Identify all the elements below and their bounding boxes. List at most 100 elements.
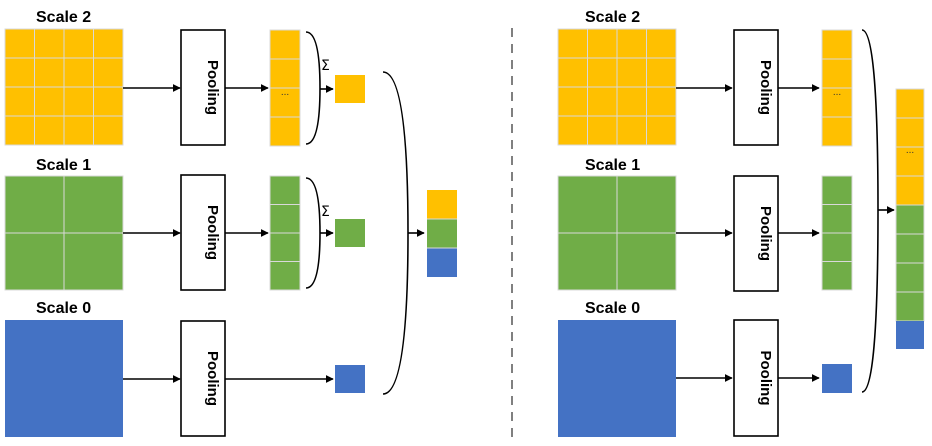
feature-cell: [34, 86, 65, 117]
vector-cell: [821, 58, 853, 89]
pooling-box-scale-1: Pooling: [180, 174, 226, 291]
pooling-box-scale-0: Pooling: [733, 319, 779, 437]
feature-cell: [646, 115, 677, 146]
ellipsis: ...: [833, 87, 841, 98]
feature-cell: [616, 28, 647, 59]
feature-cell: [557, 232, 618, 291]
scale-1-label: Scale 1: [585, 157, 640, 174]
feature-cell: [63, 86, 94, 117]
scale-2-summed-cell: [335, 75, 365, 103]
vector-cell: [269, 87, 301, 118]
feature-cell: [646, 28, 677, 59]
feature-cell: [557, 175, 618, 234]
vector-cell: [269, 204, 301, 234]
vector-cell: [821, 232, 853, 262]
scale-1-summed-cell: [335, 219, 365, 247]
scale-1-feature-map: [4, 175, 124, 291]
scale-2-feature-map: [4, 28, 124, 146]
feature-cell: [557, 57, 588, 88]
concat-cell-scale-0: [427, 248, 457, 277]
left-panel: Scale 2 Pooling Σ Scale 1 Pooling Σ Scal…: [4, 9, 457, 437]
scale-0-label: Scale 0: [36, 300, 91, 317]
feature-cell: [63, 57, 94, 88]
vector-cell: [269, 116, 301, 147]
vector-cell: [821, 204, 853, 234]
pooling-label: Pooling: [204, 60, 221, 115]
scale-0-feature-map: [5, 320, 123, 437]
scale-0-label: Scale 0: [585, 300, 640, 317]
feature-cell: [34, 115, 65, 146]
sum-symbol: Σ: [321, 204, 330, 220]
feature-cell: [557, 115, 588, 146]
vector-cell: [895, 88, 925, 119]
sum-bracket-scale-2: [305, 31, 321, 145]
vector-cell: [269, 58, 301, 89]
feature-cell: [4, 86, 35, 117]
feature-cell: [616, 175, 677, 234]
scale-0-pooled-cell: [335, 365, 365, 393]
scale-2-feature-map: [557, 28, 677, 146]
scale-0-feature-map: [558, 320, 676, 437]
vector-cell: [269, 261, 301, 291]
pooling-label: Pooling: [757, 206, 774, 261]
vector-cell: [821, 175, 853, 205]
concat-segment-scale-1: [895, 204, 925, 322]
pooling-box-scale-1: Pooling: [733, 175, 779, 292]
vector-cell: [895, 262, 925, 293]
concat-bracket-left: [382, 71, 409, 395]
pooling-label: Pooling: [757, 60, 774, 115]
feature-cell: [616, 115, 647, 146]
feature-cell: [616, 232, 677, 291]
vector-cell: [269, 29, 301, 60]
pooling-label: Pooling: [204, 351, 221, 406]
feature-cell: [587, 86, 618, 117]
vector-cell: [269, 175, 301, 205]
feature-cell: [93, 28, 124, 59]
feature-cell: [63, 115, 94, 146]
feature-cell: [616, 86, 647, 117]
pooling-label: Pooling: [757, 351, 774, 406]
concat-segment-scale-0: [896, 321, 924, 349]
vector-cell: [895, 204, 925, 235]
scale-2-pooled-vector: [821, 29, 853, 147]
pooling-label: Pooling: [204, 205, 221, 260]
pooling-box-scale-2: Pooling: [733, 29, 779, 146]
feature-cell: [587, 28, 618, 59]
vector-cell: [895, 233, 925, 264]
feature-cell: [63, 175, 124, 234]
feature-cell: [93, 57, 124, 88]
vector-cell: [821, 116, 853, 147]
scale-2-pooled-vector: [269, 29, 301, 147]
pooling-box-scale-0: Pooling: [180, 320, 226, 437]
scale-1-feature-map: [557, 175, 677, 291]
sum-symbol: Σ: [321, 58, 330, 74]
ellipsis: ...: [281, 87, 289, 98]
feature-cell: [4, 175, 65, 234]
feature-cell: [93, 86, 124, 117]
vector-cell: [821, 29, 853, 60]
concat-segment-scale-2: [895, 88, 925, 206]
feature-cell: [34, 28, 65, 59]
feature-cell: [557, 86, 588, 117]
concatenated-vector-left: [427, 190, 457, 277]
concat-bracket-right: [861, 29, 879, 393]
pooling-box-scale-2: Pooling: [180, 29, 226, 146]
vector-cell: [269, 232, 301, 262]
vector-cell: [895, 117, 925, 148]
feature-cell: [557, 28, 588, 59]
feature-cell: [4, 232, 65, 291]
feature-cell: [587, 57, 618, 88]
feature-cell: [4, 28, 35, 59]
feature-cell: [4, 57, 35, 88]
feature-cell: [616, 57, 647, 88]
ellipsis: ...: [906, 145, 914, 156]
scale-1-pooled-vector: [269, 175, 301, 291]
feature-cell: [4, 115, 35, 146]
scale-0-pooled-cell: [822, 364, 852, 393]
scale-2-label: Scale 2: [585, 9, 640, 26]
vector-cell: [821, 261, 853, 291]
concat-cell-scale-1: [427, 219, 457, 248]
feature-cell: [93, 115, 124, 146]
scale-2-label: Scale 2: [36, 9, 91, 26]
